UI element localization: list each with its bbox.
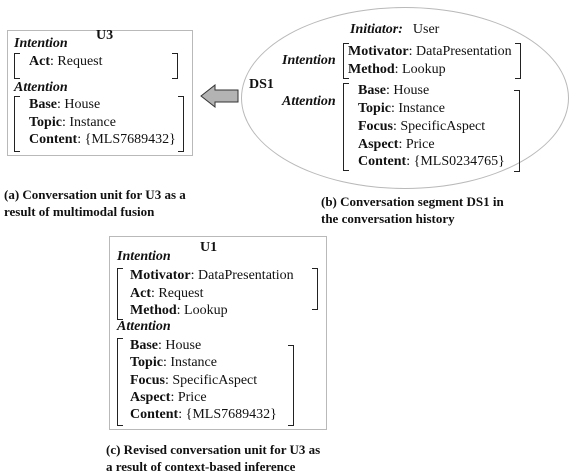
panel-a-act-value: : Request <box>50 54 103 69</box>
panel-c-topic-value: : Instance <box>162 355 217 370</box>
panel-a-intention-bracket-right <box>172 53 178 79</box>
panel-a-act-key: Act <box>29 54 50 69</box>
panel-c-motivator-value: : DataPresentation <box>190 268 294 283</box>
panel-a-intention-label: Intention <box>14 36 68 51</box>
panel-a-topic-row: Topic: Instance <box>29 115 116 131</box>
panel-a-title: U3 <box>96 28 114 43</box>
panel-b-method-row: Method: Lookup <box>348 62 446 78</box>
panel-b-topic-value: : Instance <box>390 101 445 116</box>
panel-c-aspect-row: Aspect: Price <box>130 390 207 406</box>
panel-b-focus-key: Focus <box>358 119 393 134</box>
panel-c-intention-bracket-left <box>117 268 123 320</box>
panel-a-topic-key: Topic <box>29 115 62 130</box>
panel-b-initiator-key: Initiator: <box>350 22 403 37</box>
panel-c-attention-label: Attention <box>117 319 171 334</box>
panel-a-box <box>7 30 193 156</box>
panel-b-focus-row: Focus: SpecificAspect <box>358 119 485 135</box>
panel-b-motivator-key: Motivator <box>348 44 409 59</box>
panel-a-intention-bracket-left <box>14 53 20 79</box>
panel-b-topic-key: Topic <box>358 101 391 116</box>
panel-a-topic-value: : Instance <box>61 115 116 130</box>
panel-b-attention-bracket-right <box>514 90 520 172</box>
panel-c-attention-bracket-right <box>288 345 294 426</box>
panel-c-box <box>109 236 327 430</box>
panel-c-method-row: Method: Lookup <box>130 303 228 319</box>
panel-a-attention-bracket-right <box>178 96 184 152</box>
panel-b-motivator-value: : DataPresentation <box>408 44 512 59</box>
panel-c-caption-line2: a result of context-based inference <box>106 459 296 474</box>
panel-b-topic-row: Topic: Instance <box>358 101 445 117</box>
panel-b-aspect-row: Aspect: Price <box>358 137 435 153</box>
panel-b-caption-line1: (b) Conversation segment DS1 in <box>321 194 504 209</box>
panel-c-focus-key: Focus <box>130 373 165 388</box>
panel-b-focus-value: : SpecificAspect <box>393 119 486 134</box>
panel-b-content-row: Content: {MLS0234765} <box>358 154 505 170</box>
panel-b-base-value: : House <box>386 83 430 98</box>
panel-c-base-row: Base: House <box>130 338 201 354</box>
panel-c-caption-line1: (c) Revised conversation unit for U3 as <box>106 442 321 457</box>
panel-b-content-key: Content <box>358 154 407 169</box>
panel-c-focus-value: : SpecificAspect <box>165 373 258 388</box>
panel-b-content-value: : {MLS0234765} <box>406 154 505 169</box>
panel-a-caption-line1: (a) Conversation unit for U3 as a <box>4 187 186 202</box>
panel-b-caption-line2: the conversation history <box>321 211 455 226</box>
panel-a-act-row: Act: Request <box>29 54 103 70</box>
panel-c-focus-row: Focus: SpecificAspect <box>130 373 257 389</box>
panel-a-attention-bracket-left <box>14 96 20 152</box>
panel-a-base-value: : House <box>57 97 101 112</box>
panel-b-attention-bracket-left <box>343 83 349 171</box>
panel-c-method-value: : Lookup <box>176 303 228 318</box>
panel-c-intention-bracket-right <box>312 268 318 310</box>
panel-c-aspect-value: : Price <box>170 390 207 405</box>
panel-a-base-row: Base: House <box>29 97 100 113</box>
panel-c-act-row: Act: Request <box>130 286 204 302</box>
panel-c-motivator-row: Motivator: DataPresentation <box>130 268 294 284</box>
panel-c-topic-key: Topic <box>130 355 163 370</box>
panel-c-motivator-key: Motivator <box>130 268 191 283</box>
panel-a-caption-line2: result of multimodal fusion <box>4 204 155 219</box>
panel-a-content-value: : {MLS7689432} <box>77 132 176 147</box>
panel-a-attention-label: Attention <box>14 80 68 95</box>
panel-b-aspect-key: Aspect <box>358 137 399 152</box>
panel-b-intention-bracket-right <box>515 43 521 79</box>
panel-b-intention-label: Intention <box>282 53 336 68</box>
panel-c-base-key: Base <box>130 338 158 353</box>
panel-c-intention-label: Intention <box>117 249 171 264</box>
panel-c-act-key: Act <box>130 286 151 301</box>
panel-c-title: U1 <box>200 240 218 255</box>
panel-a-content-row: Content: {MLS7689432} <box>29 132 176 148</box>
panel-b-initiator-value: User <box>412 22 440 37</box>
panel-b-base-key: Base <box>358 83 386 98</box>
panel-a-content-key: Content <box>29 132 78 147</box>
panel-c-act-value: : Request <box>151 286 204 301</box>
panel-b-title: DS1 <box>249 77 274 92</box>
panel-c-content-key: Content <box>130 407 179 422</box>
panel-b-initiator-row: Initiator: User <box>350 22 439 38</box>
panel-c-content-value: : {MLS7689432} <box>178 407 277 422</box>
panel-b-method-value: : Lookup <box>394 62 446 77</box>
panel-b-ellipse <box>241 7 569 189</box>
panel-c-content-row: Content: {MLS7689432} <box>130 407 277 423</box>
panel-b-intention-bracket-left <box>343 43 349 79</box>
panel-c-topic-row: Topic: Instance <box>130 355 217 371</box>
panel-b-attention-label: Attention <box>282 94 336 109</box>
panel-b-base-row: Base: House <box>358 83 429 99</box>
panel-a-base-key: Base <box>29 97 57 112</box>
panel-b-motivator-row: Motivator: DataPresentation <box>348 44 512 60</box>
left-arrow-icon <box>200 84 239 108</box>
panel-b-aspect-value: : Price <box>398 137 435 152</box>
panel-b-method-key: Method <box>348 62 395 77</box>
panel-c-attention-bracket-left <box>117 338 123 426</box>
panel-c-base-value: : House <box>158 338 202 353</box>
panel-c-method-key: Method <box>130 303 177 318</box>
panel-c-aspect-key: Aspect <box>130 390 171 405</box>
